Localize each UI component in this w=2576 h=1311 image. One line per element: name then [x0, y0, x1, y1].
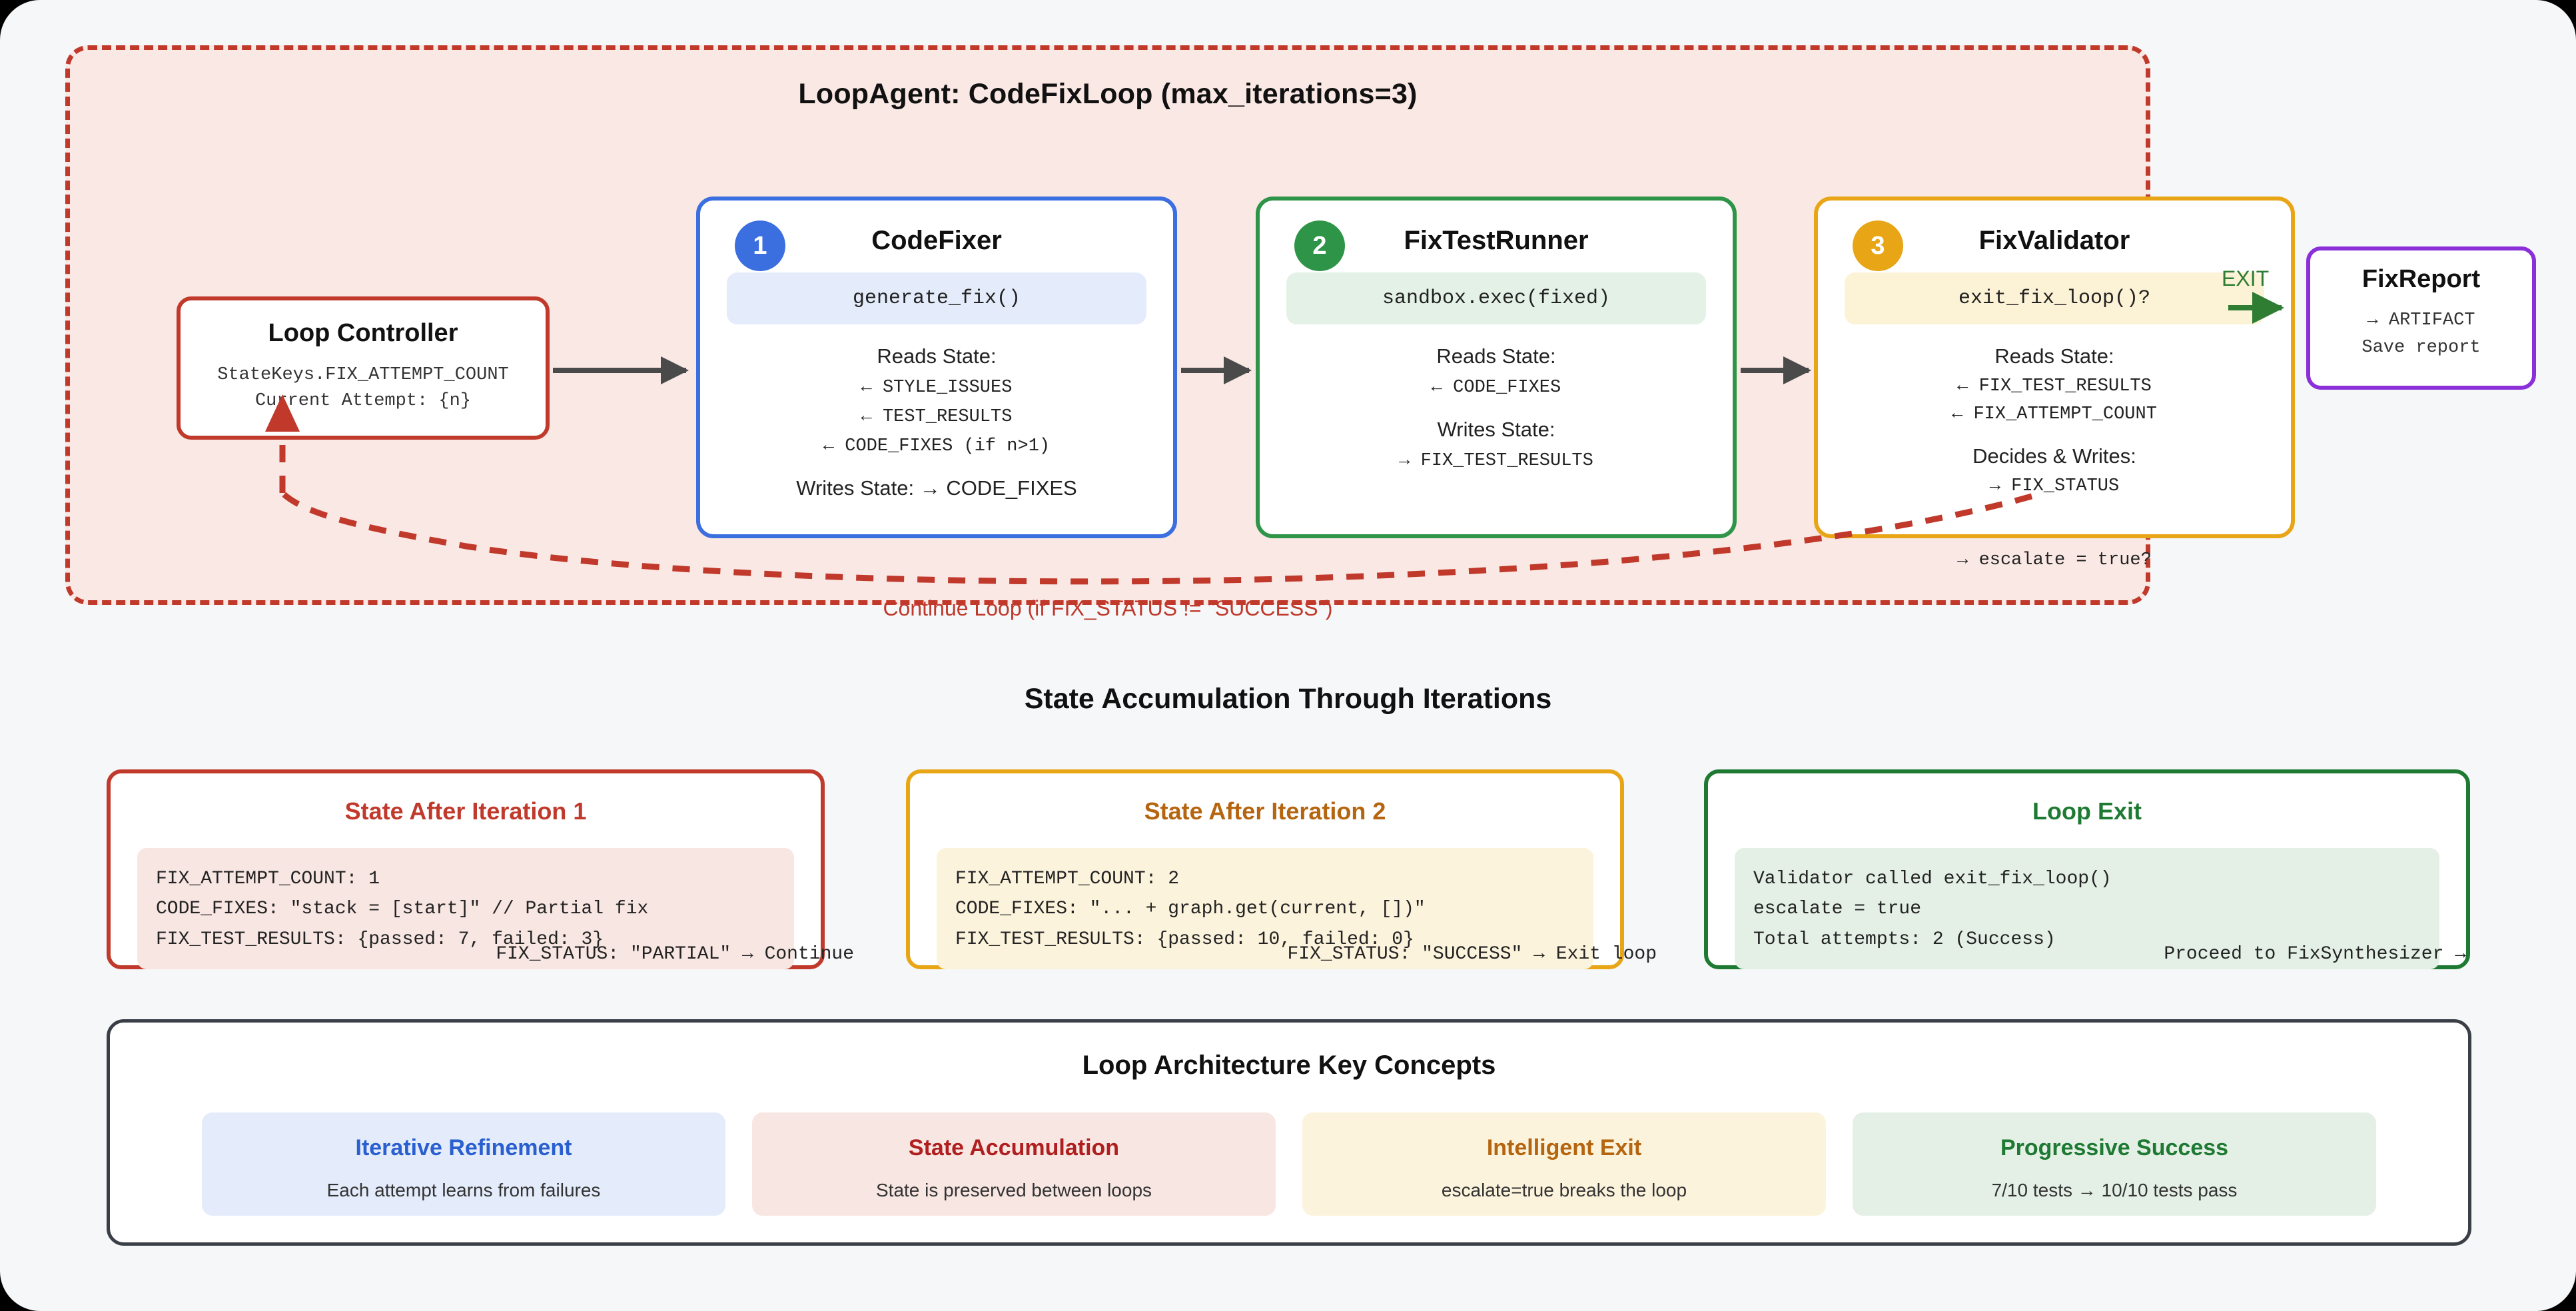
- agent-reads-label: Reads State:: [877, 344, 997, 368]
- agent-reads-item: ← TEST_RESULTS: [861, 407, 1013, 427]
- loop-controller-details: StateKeys.FIX_ATTEMPT_COUNT Current Atte…: [181, 362, 546, 414]
- agent-reads-label: Reads State:: [1994, 344, 2114, 368]
- agent-step-badge: 3: [1853, 220, 1903, 271]
- state-line: FIX_ATTEMPT_COUNT: 1: [156, 869, 380, 889]
- agent-reads-item: ← FIX_ATTEMPT_COUNT: [1952, 404, 2157, 424]
- agent-call-chip: generate_fix(): [727, 272, 1146, 324]
- state-line: Validator called exit_fix_loop(): [1753, 869, 2112, 889]
- exit-label: EXIT: [2222, 266, 2270, 290]
- state-line: FIX_TEST_RESULTS: {passed: 10, failed: 0…: [955, 929, 1414, 950]
- state-card-title: State After Iteration 2: [1144, 797, 1386, 825]
- agent-reads-label: Reads State:: [1436, 344, 1556, 368]
- fixreport-artifact: → ARTIFACT: [2367, 310, 2475, 330]
- agent-name: FixValidator: [1978, 226, 2130, 255]
- agent-writes-label: Writes State: → CODE_FIXES: [796, 476, 1077, 500]
- agent-name: FixTestRunner: [1404, 226, 1589, 255]
- concept-desc: Each attempt learns from failures: [326, 1180, 601, 1200]
- state-card-title: Loop Exit: [2032, 797, 2142, 825]
- agent-node-fixtestrunner[interactable]: 2 FixTestRunner sandbox.exec(fixed) Read…: [1256, 197, 1737, 538]
- state-line: CODE_FIXES: "... + graph.get(current, []…: [955, 899, 1426, 920]
- fixreport-details: → ARTIFACT Save report: [2310, 307, 2532, 361]
- arrow-controller-to-codefixer: [553, 356, 689, 384]
- agent-node-codefixer[interactable]: 1 CodeFixer generate_fix() Reads State: …: [696, 197, 1177, 538]
- state-line: FIX_ATTEMPT_COUNT: 2: [955, 869, 1180, 889]
- state-card-code: FIX_ATTEMPT_COUNT: 2 CODE_FIXES: "... + …: [937, 848, 1593, 970]
- agent-name: CodeFixer: [871, 226, 1002, 255]
- concept-desc: escalate=true breaks the loop: [1441, 1180, 1687, 1200]
- agent-header: 3 FixValidator: [1818, 201, 2291, 271]
- concept-heading: Progressive Success: [2000, 1135, 2229, 1160]
- agent-step-badge: 1: [735, 220, 785, 271]
- agent-header: 1 CodeFixer: [700, 201, 1173, 271]
- state-card-loop-exit[interactable]: Loop Exit Validator called exit_fix_loop…: [1704, 769, 2470, 970]
- agent-header: 2 FixTestRunner: [1260, 201, 1733, 271]
- agent-writes-item: → FIX_TEST_RESULTS: [1399, 451, 1593, 471]
- concept-card-progressive-success[interactable]: Progressive Success 7/10 tests → 10/10 t…: [1853, 1112, 2376, 1216]
- loop-title: LoopAgent: CodeFixLoop (max_iterations=3…: [798, 78, 1418, 110]
- state-card-code: FIX_ATTEMPT_COUNT: 1 CODE_FIXES: "stack …: [137, 848, 794, 970]
- state-card-code: Validator called exit_fix_loop() escalat…: [1735, 848, 2439, 970]
- key-concepts-panel: Loop Architecture Key Concepts Iterative…: [107, 1019, 2471, 1246]
- state-card-footer: FIX_STATUS: "SUCCESS" → Exit loop: [1287, 944, 1657, 965]
- concept-card-iterative-refinement[interactable]: Iterative Refinement Each attempt learns…: [202, 1112, 725, 1216]
- fixreport-title: FixReport: [2361, 265, 2481, 293]
- concept-card-intelligent-exit[interactable]: Intelligent Exit escalate=true breaks th…: [1302, 1112, 1826, 1216]
- agent-call-chip: sandbox.exec(fixed): [1286, 272, 1706, 324]
- key-concepts-title: Loop Architecture Key Concepts: [1082, 1051, 1496, 1080]
- state-line: Total attempts: 2 (Success): [1753, 929, 2056, 950]
- agent-writes-label: Decides & Writes:: [1972, 444, 2136, 468]
- state-line: FIX_TEST_RESULTS: {passed: 7, failed: 3}: [156, 929, 604, 950]
- loop-controller-node[interactable]: Loop Controller StateKeys.FIX_ATTEMPT_CO…: [177, 296, 550, 440]
- agent-call-chip: exit_fix_loop()?: [1845, 272, 2264, 324]
- concept-desc: 7/10 tests → 10/10 tests pass: [1991, 1180, 2238, 1200]
- state-card-footer: Proceed to FixSynthesizer →: [2164, 944, 2466, 965]
- concept-card-state-accumulation[interactable]: State Accumulation State is preserved be…: [752, 1112, 1276, 1216]
- arrow-exit-to-fixreport: [2228, 292, 2284, 324]
- agent-escalate-note: → escalate = true?: [1957, 550, 2152, 570]
- loop-controller-title: Loop Controller: [268, 319, 458, 347]
- concept-heading: Intelligent Exit: [1486, 1135, 1642, 1160]
- agent-node-fixvalidator[interactable]: 3 FixValidator exit_fix_loop()? Reads St…: [1814, 197, 2295, 570]
- agent-writes-label: Writes State:: [1437, 418, 1555, 441]
- loop-controller-attempt: Current Attempt: {n}: [254, 391, 472, 412]
- key-concepts-row: Iterative Refinement Each attempt learns…: [110, 1112, 2468, 1216]
- state-card-iteration-1[interactable]: State After Iteration 1 FIX_ATTEMPT_COUN…: [107, 769, 854, 970]
- arrow-codefixer-to-testrunner: [1181, 356, 1252, 384]
- fixreport-save: Save report: [2361, 337, 2481, 358]
- agent-reads-item: ← STYLE_ISSUES: [861, 378, 1013, 398]
- state-section-title: State Accumulation Through Iterations: [1024, 683, 1552, 715]
- loop-controller-statekey: StateKeys.FIX_ATTEMPT_COUNT: [217, 365, 509, 385]
- agent-reads-item: ← CODE_FIXES (if n>1): [823, 436, 1051, 456]
- agent-reads-item: ← FIX_TEST_RESULTS: [1957, 376, 2152, 396]
- state-line: CODE_FIXES: "stack = [start]" // Partial…: [156, 899, 649, 920]
- arrow-testrunner-to-validator: [1741, 356, 1811, 384]
- agent-reads-item: ← CODE_FIXES: [1431, 378, 1561, 398]
- concept-heading: Iterative Refinement: [355, 1135, 572, 1160]
- continue-loop-label: Continue Loop (if FIX_STATUS != "SUCCESS…: [883, 596, 1333, 620]
- concept-desc: State is preserved between loops: [875, 1180, 1152, 1200]
- concept-heading: State Accumulation: [908, 1135, 1120, 1160]
- state-card-iteration-2[interactable]: State After Iteration 2 FIX_ATTEMPT_COUN…: [906, 769, 1657, 970]
- agent-step-badge: 2: [1294, 220, 1345, 271]
- state-card-footer: FIX_STATUS: "PARTIAL" → Continue: [496, 944, 854, 965]
- agent-writes-item: → FIX_STATUS: [1989, 476, 2120, 496]
- fixreport-node[interactable]: FixReport → ARTIFACT Save report: [2306, 246, 2536, 390]
- state-card-title: State After Iteration 1: [344, 797, 587, 825]
- loop-agent-container: LoopAgent: CodeFixLoop (max_iterations=3…: [65, 45, 2295, 620]
- state-line: escalate = true: [1753, 899, 1922, 920]
